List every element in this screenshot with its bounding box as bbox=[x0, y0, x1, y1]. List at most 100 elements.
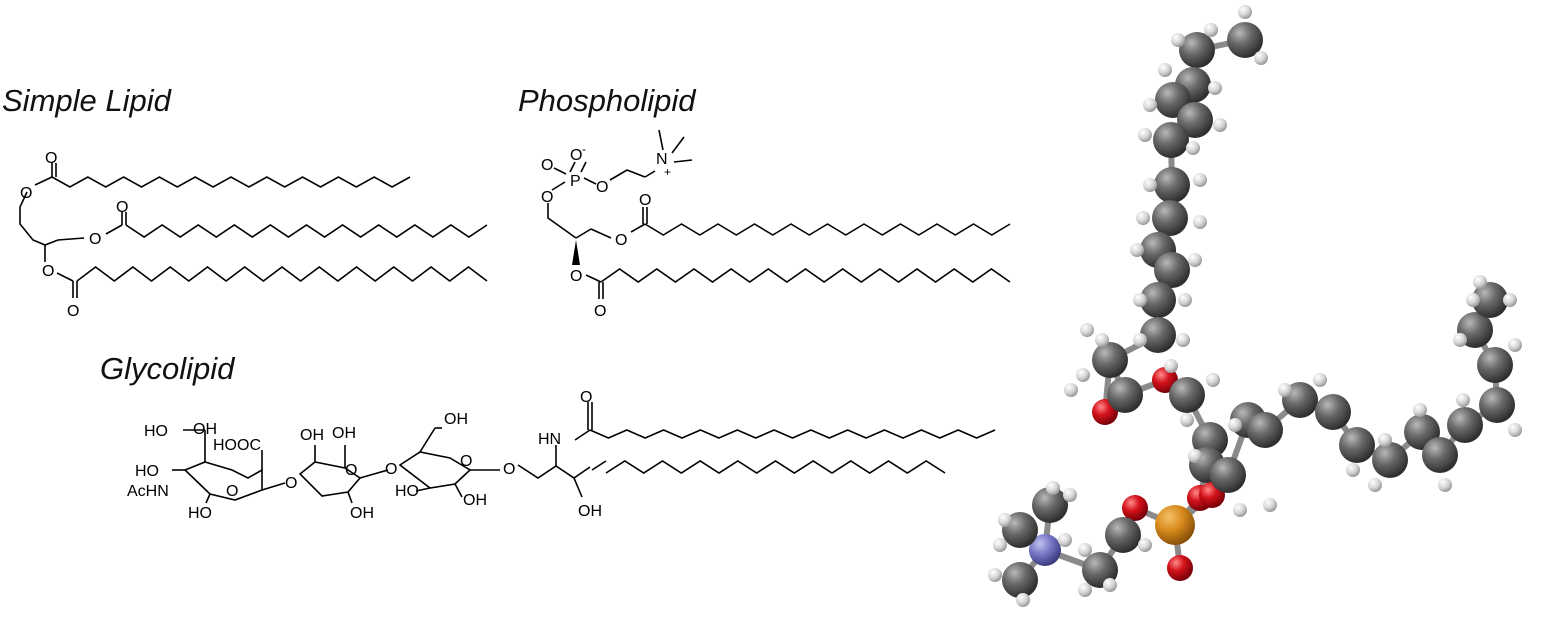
hydroxyl-group: OH bbox=[350, 505, 374, 522]
oxygen-atom bbox=[1167, 555, 1193, 581]
hydrogen-atom bbox=[1078, 583, 1092, 597]
carbon-atom bbox=[1372, 442, 1408, 478]
fatty-acid-chain bbox=[600, 268, 1011, 283]
acetamido-group: AcHN bbox=[127, 483, 169, 500]
oxygen-atom: O bbox=[345, 462, 357, 479]
oxygen-atom: O bbox=[594, 303, 606, 320]
hydrogen-atom bbox=[1453, 333, 1467, 347]
carbon-atom bbox=[1032, 487, 1068, 523]
phosphorus-atom bbox=[1155, 505, 1195, 545]
hydrogen-atom bbox=[1508, 338, 1522, 352]
hydrogen-atom bbox=[1204, 23, 1218, 37]
hydroxyl-group: HO bbox=[144, 423, 168, 440]
carbon-atom bbox=[1447, 407, 1483, 443]
hydrogen-atom bbox=[1143, 178, 1157, 192]
oxygen-atom: O bbox=[385, 461, 397, 478]
hydrogen-atom bbox=[1368, 478, 1382, 492]
carbon-atom bbox=[1177, 102, 1213, 138]
hydroxyl-group: OH bbox=[444, 411, 468, 428]
simple-lipid-title: Simple Lipid bbox=[2, 83, 171, 118]
carbon-atom bbox=[1179, 32, 1215, 68]
oxygen-atom: O bbox=[541, 189, 553, 206]
carbon-atom bbox=[1107, 377, 1143, 413]
oxygen-atom: O bbox=[42, 263, 54, 280]
hydroxyl-group: OH bbox=[578, 503, 602, 520]
carbon-atom bbox=[1154, 252, 1190, 288]
oxygen-atom: O bbox=[45, 150, 57, 167]
hydrogen-atom bbox=[1206, 373, 1220, 387]
carbon-atom bbox=[1422, 437, 1458, 473]
oxygen-atom: O bbox=[89, 231, 101, 248]
oxygen-atom: O bbox=[116, 199, 128, 216]
simple-lipid-bonds bbox=[19, 163, 127, 298]
hydroxyl-group: HO bbox=[135, 463, 159, 480]
hydrogen-atom bbox=[1193, 215, 1207, 229]
carbon-atom bbox=[1152, 200, 1188, 236]
hydrogen-atom bbox=[1188, 253, 1202, 267]
oxygen-atom: O bbox=[639, 192, 651, 209]
hydrogen-atom bbox=[1095, 333, 1109, 347]
phosphorus-atom: P bbox=[570, 173, 581, 190]
hydrogen-atom bbox=[1313, 373, 1327, 387]
phospholipid-3d-model bbox=[988, 5, 1522, 607]
hydrogen-atom bbox=[998, 513, 1012, 527]
simple-lipid-structure: O O O O O O bbox=[19, 150, 488, 320]
carbon-atom bbox=[1105, 517, 1141, 553]
hydrogen-atom bbox=[1136, 211, 1150, 225]
hydrogen-atom bbox=[1466, 293, 1480, 307]
hydrogen-atom bbox=[1254, 51, 1268, 65]
hydrogen-atom bbox=[1064, 383, 1078, 397]
hydrogen-atom bbox=[1278, 383, 1292, 397]
hydroxyl-group: OH bbox=[300, 427, 324, 444]
oxygen-atom: O bbox=[460, 453, 472, 470]
phospholipid-bonds bbox=[547, 129, 693, 299]
hydrogen-atom bbox=[1103, 578, 1117, 592]
oxygen-atom: O bbox=[596, 179, 608, 196]
carbon-atom bbox=[1002, 562, 1038, 598]
carbon-atom bbox=[1140, 282, 1176, 318]
hydrogen-atom bbox=[1208, 81, 1222, 95]
hydrogen-atom bbox=[1138, 128, 1152, 142]
hydrogen-atom bbox=[1158, 63, 1172, 77]
oxygen-atom: O bbox=[580, 389, 592, 406]
hydroxyl-group: HO bbox=[188, 505, 212, 522]
carbon-atom bbox=[1315, 394, 1351, 430]
carbon-atom bbox=[1227, 22, 1263, 58]
carbon-atom bbox=[1477, 347, 1513, 383]
hydrogen-atom bbox=[1378, 433, 1392, 447]
hydroxyl-group: OH bbox=[332, 425, 356, 442]
nitrogen-atom: N bbox=[656, 151, 668, 168]
hydrogen-atom bbox=[1078, 543, 1092, 557]
carbon-atom bbox=[1092, 342, 1128, 378]
hydroxyl-group: OH bbox=[463, 492, 487, 509]
hydrogen-atom bbox=[993, 538, 1007, 552]
hydrogen-atom bbox=[1473, 275, 1487, 289]
hydrogen-atom bbox=[1143, 98, 1157, 112]
oxygen-atom: O bbox=[541, 157, 553, 174]
hydrogen-atom bbox=[1046, 481, 1060, 495]
hydrogen-atom bbox=[1130, 243, 1144, 257]
hydrogen-atom bbox=[1188, 449, 1202, 463]
hydrogen-atom bbox=[1346, 463, 1360, 477]
hydrogen-atom bbox=[1076, 368, 1090, 382]
hydrogen-atom bbox=[1508, 423, 1522, 437]
hydrogen-atom bbox=[1263, 498, 1277, 512]
hydrogen-atom bbox=[1171, 33, 1185, 47]
oxygen-atom: O bbox=[20, 185, 32, 202]
hydrogen-atom bbox=[1164, 359, 1178, 373]
charge-minus: - bbox=[582, 142, 586, 156]
carbon-atom bbox=[1472, 282, 1508, 318]
carbon-atom bbox=[1339, 427, 1375, 463]
glycolipid-title: Glycolipid bbox=[100, 351, 235, 386]
carbon-atom bbox=[1140, 317, 1176, 353]
carbon-atom bbox=[1154, 167, 1190, 203]
hydrogen-atom bbox=[1133, 293, 1147, 307]
hydrogen-atom bbox=[1456, 393, 1470, 407]
nitrogen-atom bbox=[1029, 534, 1061, 566]
hydrogen-atom bbox=[1138, 538, 1152, 552]
phospholipid-title: Phospholipid bbox=[518, 83, 696, 118]
amide-nh: HN bbox=[538, 431, 561, 448]
fatty-acid-chain bbox=[76, 265, 488, 283]
charge-plus: + bbox=[664, 165, 671, 179]
oxygen-atom: O bbox=[226, 483, 238, 500]
